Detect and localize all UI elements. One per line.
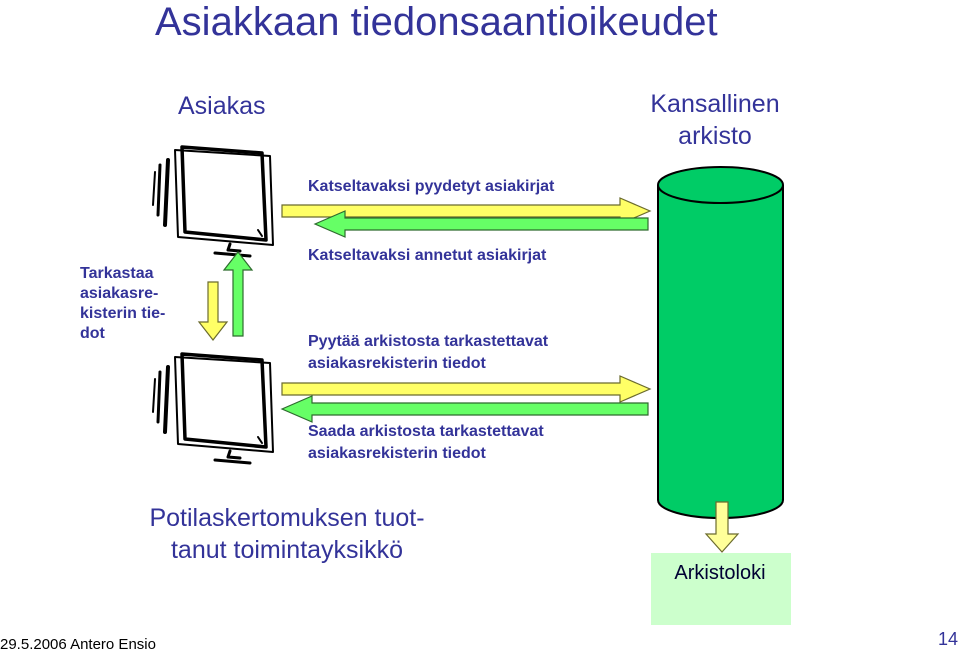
left-note: Tarkastaa asiakasre- kisterin tie- dot: [80, 264, 190, 344]
computer-monitor-icon: [152, 145, 274, 258]
page-number: 14: [938, 629, 959, 649]
left-arrow-receive-archive-icon: [280, 395, 649, 423]
unit-label-line1: Potilaskertomuksen tuot-: [149, 504, 425, 532]
left-arrow-given-icon: [313, 210, 649, 238]
flow-ask-archive-line1: Pyytää arkistosta tarkastettavat: [308, 333, 549, 350]
flow-receive-archive-line1: Saada arkistosta tarkastettavat: [308, 423, 544, 440]
footer-date-author: 29.5.2006 Antero Ensio: [0, 636, 156, 653]
slide-title: Asiakkaan tiedonsaantioikeudet: [155, 0, 718, 44]
flow-receive-archive-line2: asiakasrekisterin tiedot: [308, 445, 486, 462]
left-note-line4: dot: [80, 325, 105, 342]
down-arrow-log-icon: [704, 501, 740, 553]
right-arrow-ask-archive-icon: [281, 375, 652, 403]
left-note-line1: Tarkastaa: [80, 265, 154, 282]
flow-requested-label: Katseltavaksi pyydetyt asiakirjat: [308, 178, 555, 195]
archive-log-label: Arkistoloki: [674, 562, 766, 584]
national-archive-label: Kansallinen arkisto: [640, 88, 790, 152]
national-archive-label-line1: Kansallinen: [650, 90, 780, 118]
computer-monitor-icon: [152, 352, 274, 465]
flow-given-label: Katseltavaksi annetut asiakirjat: [308, 247, 547, 264]
left-note-line3: kisterin tie-: [80, 305, 166, 322]
flow-receive-archive-label: Saada arkistosta tarkastettavat asiakasr…: [308, 421, 544, 465]
down-arrow-icon: [197, 281, 229, 341]
flow-ask-archive-line2: asiakasrekisterin tiedot: [308, 355, 486, 372]
database-cylinder-icon: [657, 166, 784, 519]
flow-ask-archive-label: Pyytää arkistosta tarkastettavat asiakas…: [308, 331, 548, 375]
national-archive-label-line2: arkisto: [678, 122, 752, 150]
left-note-line2: asiakasre-: [80, 285, 159, 302]
customer-label: Asiakas: [178, 92, 266, 120]
archive-log-box: [651, 553, 791, 625]
unit-label: Potilaskertomuksen tuot- tanut toimintay…: [122, 502, 452, 566]
unit-label-line2: tanut toimintayksikkö: [170, 536, 404, 564]
up-arrow-icon: [222, 251, 254, 337]
